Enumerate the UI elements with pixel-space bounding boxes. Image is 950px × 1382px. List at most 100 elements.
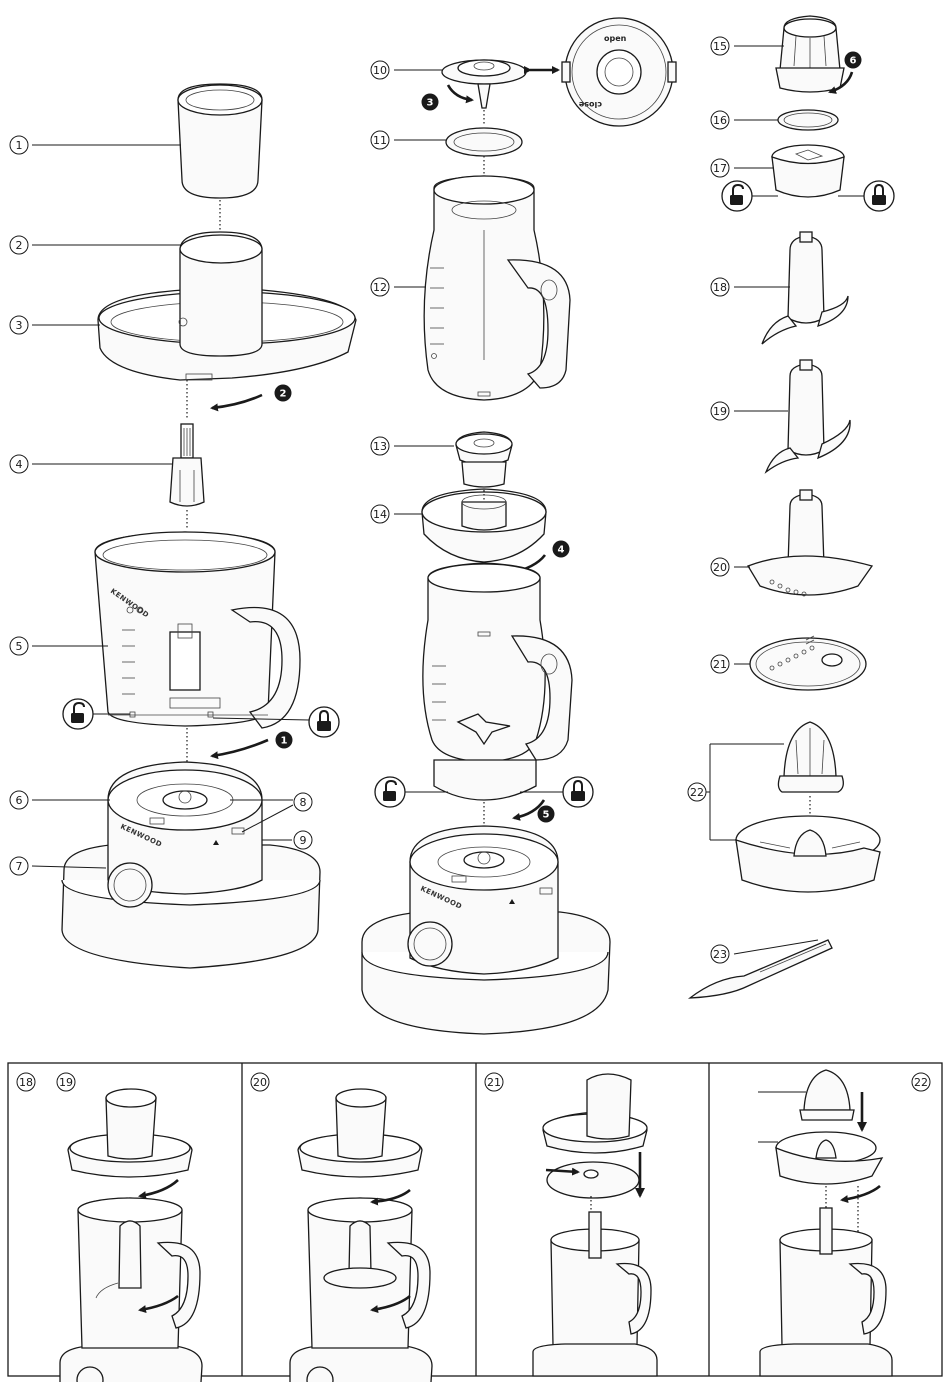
part-number-8: 8 — [294, 793, 312, 811]
part-number-9: 9 — [294, 831, 312, 849]
part-number-text: 15 — [713, 40, 727, 53]
part-number-text: 7 — [16, 860, 23, 873]
panel-label-21: 21 — [485, 1073, 503, 1091]
pusher-part — [178, 84, 262, 198]
part-number-14: 14 — [371, 505, 389, 523]
panel-processor-illustration — [290, 1089, 432, 1382]
step-number-text: 5 — [543, 810, 550, 821]
part-number-text: 11 — [373, 134, 387, 147]
part-number-text: 12 — [373, 281, 387, 294]
panel-label-text: 21 — [487, 1076, 501, 1089]
part-number-text: 4 — [16, 458, 23, 471]
rotate-arrow — [140, 1180, 178, 1196]
part-number-text: 17 — [713, 162, 727, 175]
open-label: open — [604, 34, 627, 43]
step-number-3: 3 — [422, 94, 439, 111]
usage-panels — [8, 1063, 942, 1382]
panel-label-18: 18 — [17, 1073, 35, 1091]
part-number-text: 3 — [16, 319, 23, 332]
citrus-press-part — [736, 722, 880, 892]
processor-base-part — [62, 762, 320, 968]
panel-label-22: 22 — [912, 1073, 930, 1091]
part-number-2: 2 — [10, 236, 28, 254]
lid-part — [98, 232, 356, 380]
part-number-text: 19 — [713, 405, 727, 418]
part-number-11: 11 — [371, 131, 389, 149]
part-number-text: 14 — [373, 508, 387, 521]
part-number-17: 17 — [711, 159, 729, 177]
part-number-3: 3 — [10, 316, 28, 334]
panel-label-text: 20 — [253, 1076, 267, 1089]
part-number-6: 6 — [10, 791, 28, 809]
part-number-4: 4 — [10, 455, 28, 473]
panel-slicing-illustration — [533, 1074, 657, 1376]
blender-lid-part — [422, 432, 546, 562]
panel-label-text: 22 — [914, 1076, 928, 1089]
blender-jug-part — [424, 176, 570, 400]
step-number-text: 1 — [281, 736, 288, 747]
spatula-part — [690, 940, 832, 998]
step-number-5: 5 — [538, 806, 555, 823]
part-number-20: 20 — [711, 558, 729, 576]
part-number-13: 13 — [371, 437, 389, 455]
unlock-icon — [722, 181, 752, 211]
part-number-text: 8 — [300, 796, 307, 809]
panel-processor-illustration — [60, 1089, 202, 1382]
part-number-text: 9 — [300, 834, 307, 847]
slicing-disc-part — [750, 636, 866, 690]
part-number-15: 15 — [711, 37, 729, 55]
part-number-19: 19 — [711, 402, 729, 420]
step-number-text: 6 — [850, 56, 857, 67]
unlock-icon — [375, 777, 405, 807]
step-number-text: 2 — [280, 389, 287, 400]
step-number-text: 3 — [427, 98, 434, 109]
panel-label-text: 19 — [59, 1076, 73, 1089]
part-number-text: 22 — [690, 786, 704, 799]
blender-seal-part — [446, 128, 522, 156]
panel-citrus-illustration — [758, 1070, 892, 1376]
panel-labels: 18 19 20 21 22 — [17, 1073, 930, 1091]
lock-icon — [563, 777, 593, 807]
part-number-text: 5 — [16, 640, 23, 653]
part-number-text: 2 — [16, 239, 23, 252]
part-number-12: 12 — [371, 278, 389, 296]
mill-base-part — [772, 145, 844, 197]
step-number-6: 6 — [845, 52, 862, 69]
part-number-text: 20 — [713, 561, 727, 574]
close-label: close — [578, 100, 602, 109]
part-number-text: 6 — [16, 794, 23, 807]
part-number-text: 18 — [713, 281, 727, 294]
part-number-1: 1 — [10, 136, 28, 154]
chopping-blade-part — [762, 232, 848, 344]
part-number-23: 23 — [711, 945, 729, 963]
step-number-4: 4 — [553, 541, 570, 558]
blender-blade-unit-part — [442, 60, 526, 108]
blender-base-part — [362, 826, 610, 1034]
step-number-2: 2 — [275, 385, 292, 402]
part-number-10: 10 — [371, 61, 389, 79]
dough-blade-part — [766, 360, 850, 472]
part-number-5: 5 — [10, 637, 28, 655]
part-number-text: 23 — [713, 948, 727, 961]
emulsifying-disc-part — [748, 490, 872, 596]
step-number-text: 4 — [558, 545, 565, 556]
part-number-16: 16 — [711, 111, 729, 129]
panel-label-20: 20 — [251, 1073, 269, 1091]
part-number-text: 16 — [713, 114, 727, 127]
rotate-arrow — [372, 1190, 410, 1202]
step-number-1: 1 — [276, 732, 293, 749]
blender-group: open close — [362, 18, 676, 1034]
part-number-21: 21 — [711, 655, 729, 673]
lock-icon — [309, 707, 339, 737]
panel-label-text: 18 — [19, 1076, 33, 1089]
part-number-text: 1 — [16, 139, 23, 152]
mill-jar-part — [776, 16, 844, 92]
part-number-text: 21 — [713, 658, 727, 671]
part-number-18: 18 — [711, 278, 729, 296]
lock-icon — [864, 181, 894, 211]
drive-shaft-part — [170, 424, 204, 506]
part-number-7: 7 — [10, 857, 28, 875]
part-number-22: 22 — [688, 783, 706, 801]
part-number-text: 10 — [373, 64, 387, 77]
